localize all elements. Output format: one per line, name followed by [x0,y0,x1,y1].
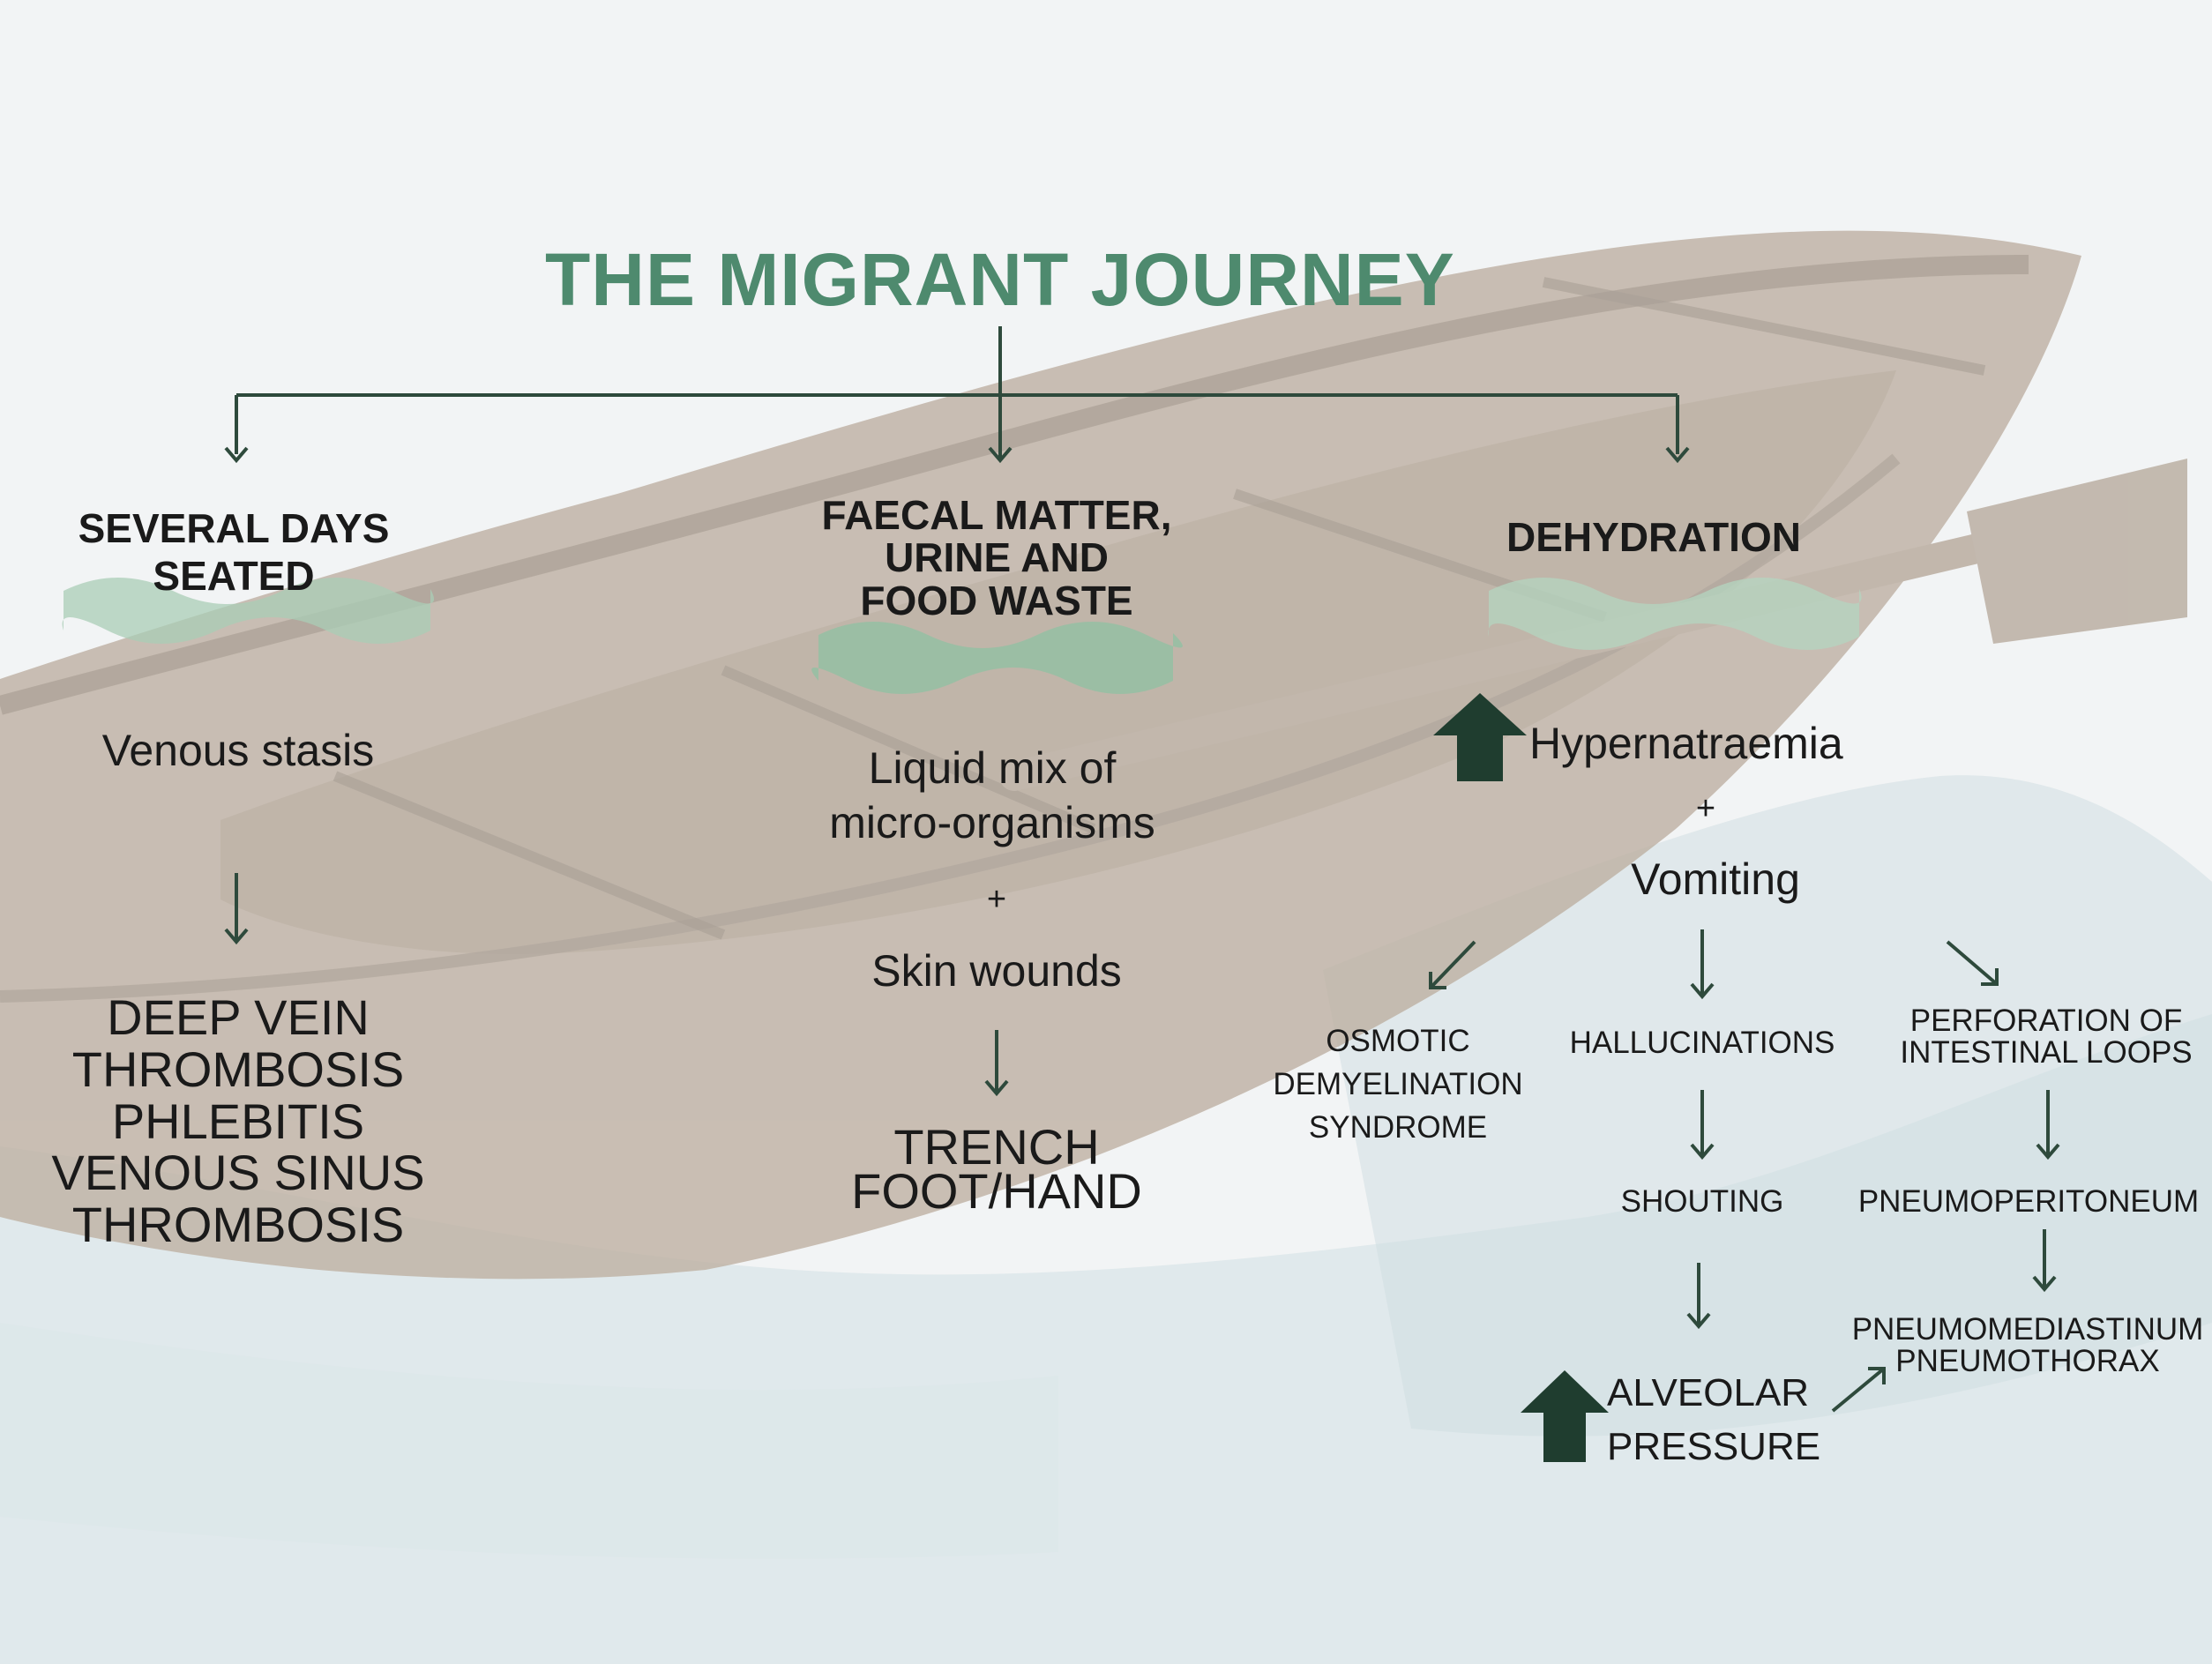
arrow-title-left [224,446,249,464]
diagram-title: THE MIGRANT JOURNEY [545,238,1455,321]
outcome-line: DEEP VEIN [107,989,370,1045]
pneumomediastinum-pneumothorax: PNEUMOMEDIASTINUM PNEUMOTHORAX [1850,1314,2205,1377]
venous-stasis: Venous stasis [101,726,375,775]
outcome-line: VENOUS SINUS [51,1145,425,1201]
osmotic-demyelination-syndrome: OSMOTIC DEMYELINATION SYNDROME [1252,1019,1543,1149]
arrow-vomiting-left [1429,940,1476,989]
label-line: ALVEOLAR [1607,1371,1810,1414]
outcome-line: PHLEBITIS [111,1093,365,1149]
alveolar-pressure: ALVEOLAR PRESSURE [1607,1367,1827,1474]
up-arrow-icon [1521,1370,1609,1462]
arrows [224,445,2060,1413]
label-line: SYNDROME [1308,1110,1488,1145]
heading-line: FOOD WASTE [860,577,1133,623]
boat-plank-2 [721,665,1096,834]
oar-blade [1967,459,2187,644]
up-arrow-icon [1433,693,1527,781]
heading-line: URINE AND [885,534,1109,581]
plus-sign: + [1695,790,1716,827]
arrow-wounds-down [984,1030,1009,1097]
water-wash-3 [0,1323,1058,1559]
heading-dehydration: DEHYDRATION [1506,514,1801,560]
wave-icon [811,622,1183,694]
trench-foot-hand: TRENCH FOOT/HAND [776,1119,1217,1220]
hallucinations: HALLUCINATIONS [1569,1026,1835,1060]
heading-faecal-matter: FAECAL MATTER, URINE AND FOOD WASTE [767,494,1226,622]
arrow-vomiting-right [1946,940,1999,986]
arrow-title-right [1665,446,1690,464]
arrow-vomiting-down [1690,929,1715,1000]
oar-shaft [999,532,1999,791]
label-line: PRESSURE [1607,1424,1821,1468]
outcome-line: FOOT/HAND [851,1163,1142,1220]
water-wash-2 [1323,775,2212,1436]
label-line: PNEUMOTHORAX [1895,1343,2160,1378]
cause-line: micro-organisms [829,798,1155,847]
pneumoperitoneum: PNEUMOPERITONEUM [1857,1184,2200,1219]
connector-lines [235,326,1679,454]
arrow-hallucinations-down [1690,1090,1715,1160]
heading-several-days-seated: SEVERAL DAYS SEATED [78,505,390,600]
liquid-mix: Liquid mix of micro-organisms [776,741,1208,850]
cause-line: Liquid mix of [868,743,1117,793]
plus-sign: + [986,881,1007,918]
outcome-line: TRENCH [893,1119,1100,1175]
boat-plank-4 [1542,277,1986,376]
skin-wounds: Skin wounds [871,946,1122,996]
wave-icon [1488,578,1862,650]
label-line: INTESTINAL LOOPS [1900,1034,2193,1070]
boat-plank-1 [333,771,726,940]
heading-line: FAECAL MATTER, [821,492,1172,538]
arrow-stasis-down [224,873,249,945]
arrow-pressure-right [1831,1367,1886,1413]
vomiting: Vomiting [1631,854,1800,904]
label-line: PERFORATION OF [1909,1004,2183,1038]
boat-rim [0,255,2029,715]
arrow-shouting-down [1686,1263,1711,1330]
outcome-line: THROMBOSIS [71,1197,405,1253]
outcome-line: THROMBOSIS [71,1041,405,1097]
arrow-perforation-down [2036,1090,2060,1160]
label-line: OSMOTIC [1326,1024,1470,1058]
wave-icon [62,578,435,644]
arrow-title-center [988,445,1013,464]
arrow-pneumoperitoneum-down [2032,1229,2057,1293]
label-line: PNEUMOMEDIASTINUM [1851,1312,2204,1347]
perforation-of-intestinal-loops: PERFORATION OF INTESTINAL LOOPS [1879,1005,2212,1068]
seated-outcomes: DEEP VEIN THROMBOSIS PHLEBITIS VENOUS SI… [18,989,459,1253]
label-line: DEMYELINATION [1273,1067,1523,1101]
hypernatraemia: Hypernatraemia [1529,719,1843,768]
shouting: SHOUTING [1620,1184,1784,1219]
